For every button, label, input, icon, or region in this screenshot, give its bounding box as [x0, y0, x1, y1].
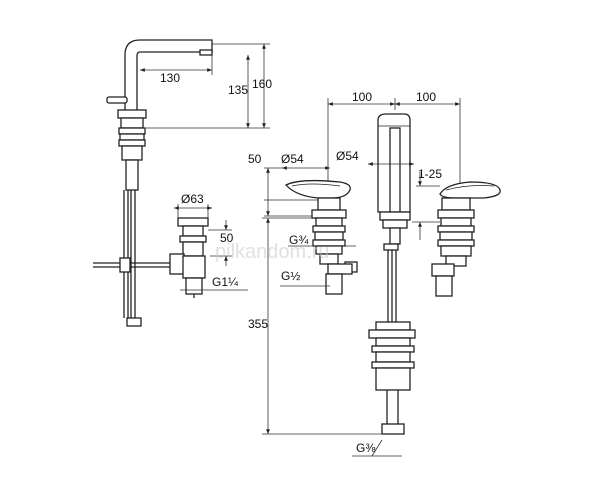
- label-handle-diameter: Ø54: [281, 152, 304, 166]
- label-rosette-offset: 50: [248, 152, 262, 166]
- label-handle-spacing-left: 100: [352, 90, 372, 104]
- label-deck-thickness: 1-25: [418, 167, 442, 181]
- dim-spout-height: 135 160: [146, 43, 272, 129]
- dim-rosette: 50 Ø54: [248, 152, 330, 217]
- dim-spout-reach: 130: [140, 55, 213, 85]
- dim-handle-spacing: 100 100: [327, 90, 461, 196]
- label-handle-spacing-right: 100: [416, 90, 436, 104]
- right-handle: 1-25: [412, 167, 501, 297]
- label-hose-thread: G⅜: [356, 441, 376, 455]
- label-spout-height-outer: 160: [252, 77, 272, 91]
- dim-total-length: 355: [248, 217, 384, 435]
- label-waste-thread: G1¼: [212, 275, 239, 289]
- side-view-faucet: [93, 39, 213, 327]
- spout-front: Ø54: [336, 113, 416, 435]
- label-spout-height-inner: 135: [228, 83, 248, 97]
- dim-hose-thread: G⅜: [352, 439, 402, 457]
- label-total-length: 355: [248, 317, 268, 331]
- waste-fitting: Ø63 50 G1¼: [169, 192, 248, 298]
- label-supply-thread: G½: [281, 269, 300, 283]
- dim-threads-left: G¾ G½: [280, 233, 356, 287]
- watermark: pilkandom.ru: [215, 241, 330, 263]
- label-valve-thread: G¾: [289, 233, 309, 247]
- label-waste-diameter: Ø63: [181, 192, 204, 206]
- label-waste-depth: 50: [220, 231, 234, 245]
- left-handle: [284, 179, 358, 295]
- label-spout-diameter: Ø54: [336, 149, 359, 163]
- label-spout-reach: 130: [160, 71, 180, 85]
